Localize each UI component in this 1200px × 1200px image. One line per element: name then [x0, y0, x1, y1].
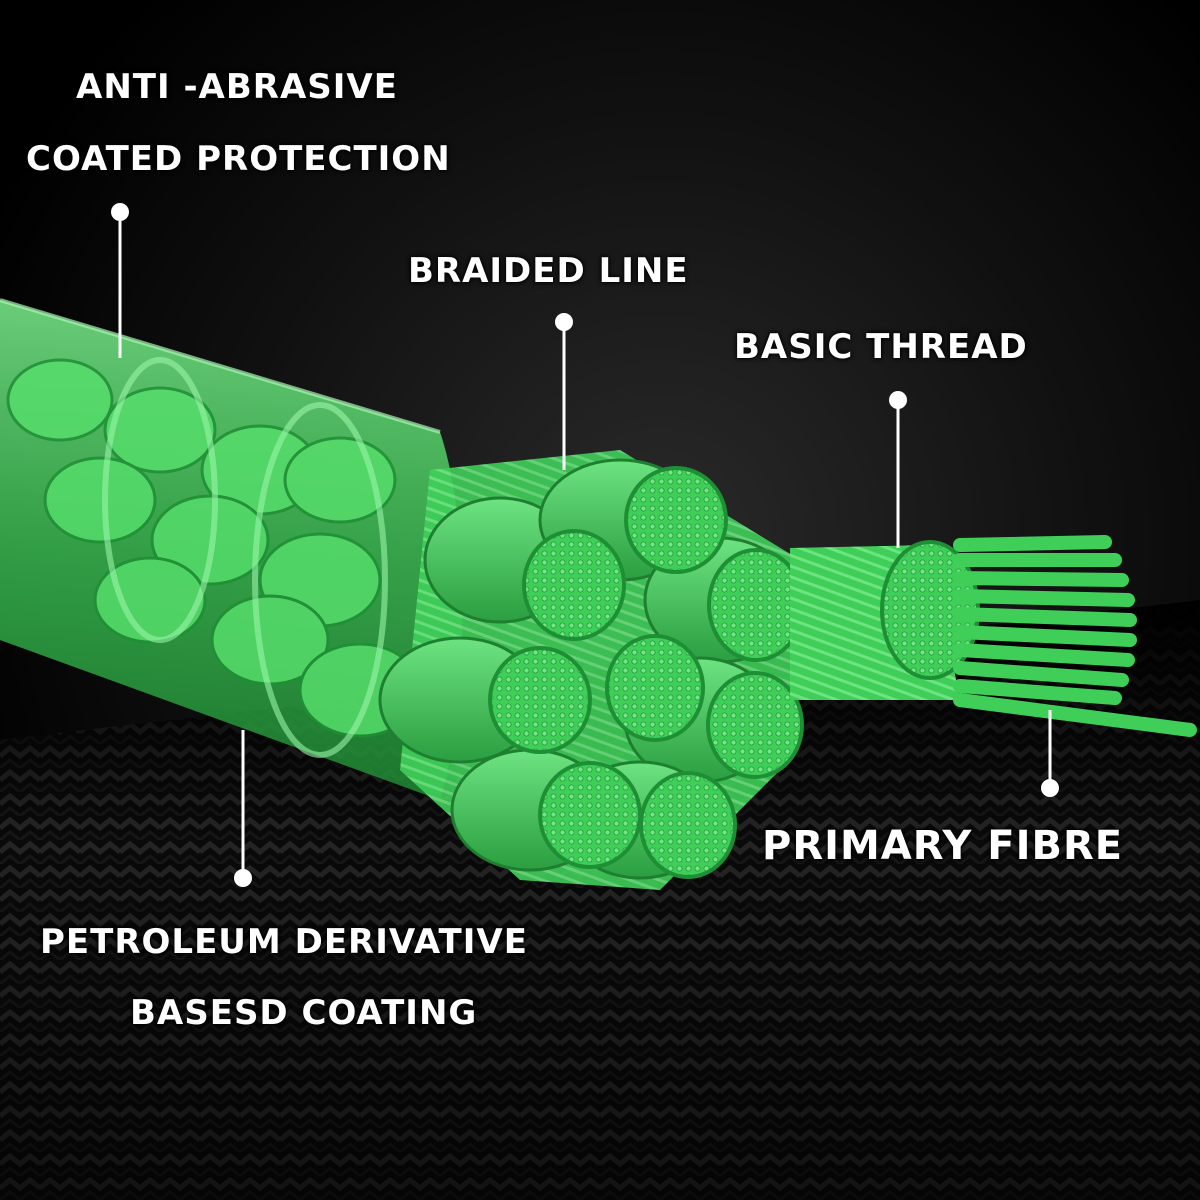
pointer-braided-line: [555, 313, 573, 470]
callout-pointers: [111, 203, 1059, 887]
callout-petroleum-coating-line1: PETROLEUM DERIVATIVE: [40, 922, 528, 962]
callout-petroleum-coating-line2: BASESD COATING: [130, 993, 478, 1033]
callout-primary-fibre: PRIMARY FIBRE: [762, 823, 1124, 869]
pointer-petroleum-coating: [234, 730, 252, 887]
basic-thread: [790, 540, 980, 700]
pointer-primary-fibre: [1041, 710, 1059, 797]
pointer-coating-protection: [111, 203, 129, 358]
primary-fibres: [953, 535, 1197, 737]
outer-coating: [0, 298, 463, 800]
callout-basic-thread: BASIC THREAD: [734, 327, 1028, 367]
callout-coating-protection-line1: ANTI -ABRASIVE: [76, 67, 398, 107]
callout-coating-protection-line2: COATED PROTECTION: [26, 139, 451, 179]
callout-braided-line: BRAIDED LINE: [408, 251, 689, 291]
pointer-basic-thread: [889, 391, 907, 548]
braided-strands: [378, 450, 805, 890]
